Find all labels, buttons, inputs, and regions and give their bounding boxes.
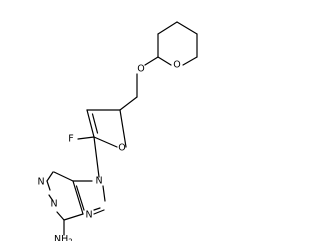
n3-label: N (37, 177, 44, 188)
amine-subscript: 2 (68, 238, 72, 241)
purine-base (46, 171, 106, 236)
molecule-structure-diagram: F O O O N N N N NH2 (37, 21, 198, 241)
dihydrofuran-ring (77, 96, 138, 148)
fluorine-label: F (68, 134, 73, 145)
ether-linkage (136, 56, 159, 98)
glycosidic-bond (93, 136, 100, 178)
n7-label: N (85, 210, 92, 221)
n9-label: N (95, 176, 102, 187)
atom-labels: F O O O N N N N NH2 (37, 60, 180, 241)
pyran-oxygen-label: O (173, 60, 180, 71)
furanose-oxygen-label: O (118, 143, 125, 154)
amine-label: NH2 (54, 234, 73, 241)
n1-label: N (50, 199, 57, 210)
tetrahydropyran-ring (157, 21, 198, 66)
ether-oxygen-label: O (137, 64, 144, 75)
